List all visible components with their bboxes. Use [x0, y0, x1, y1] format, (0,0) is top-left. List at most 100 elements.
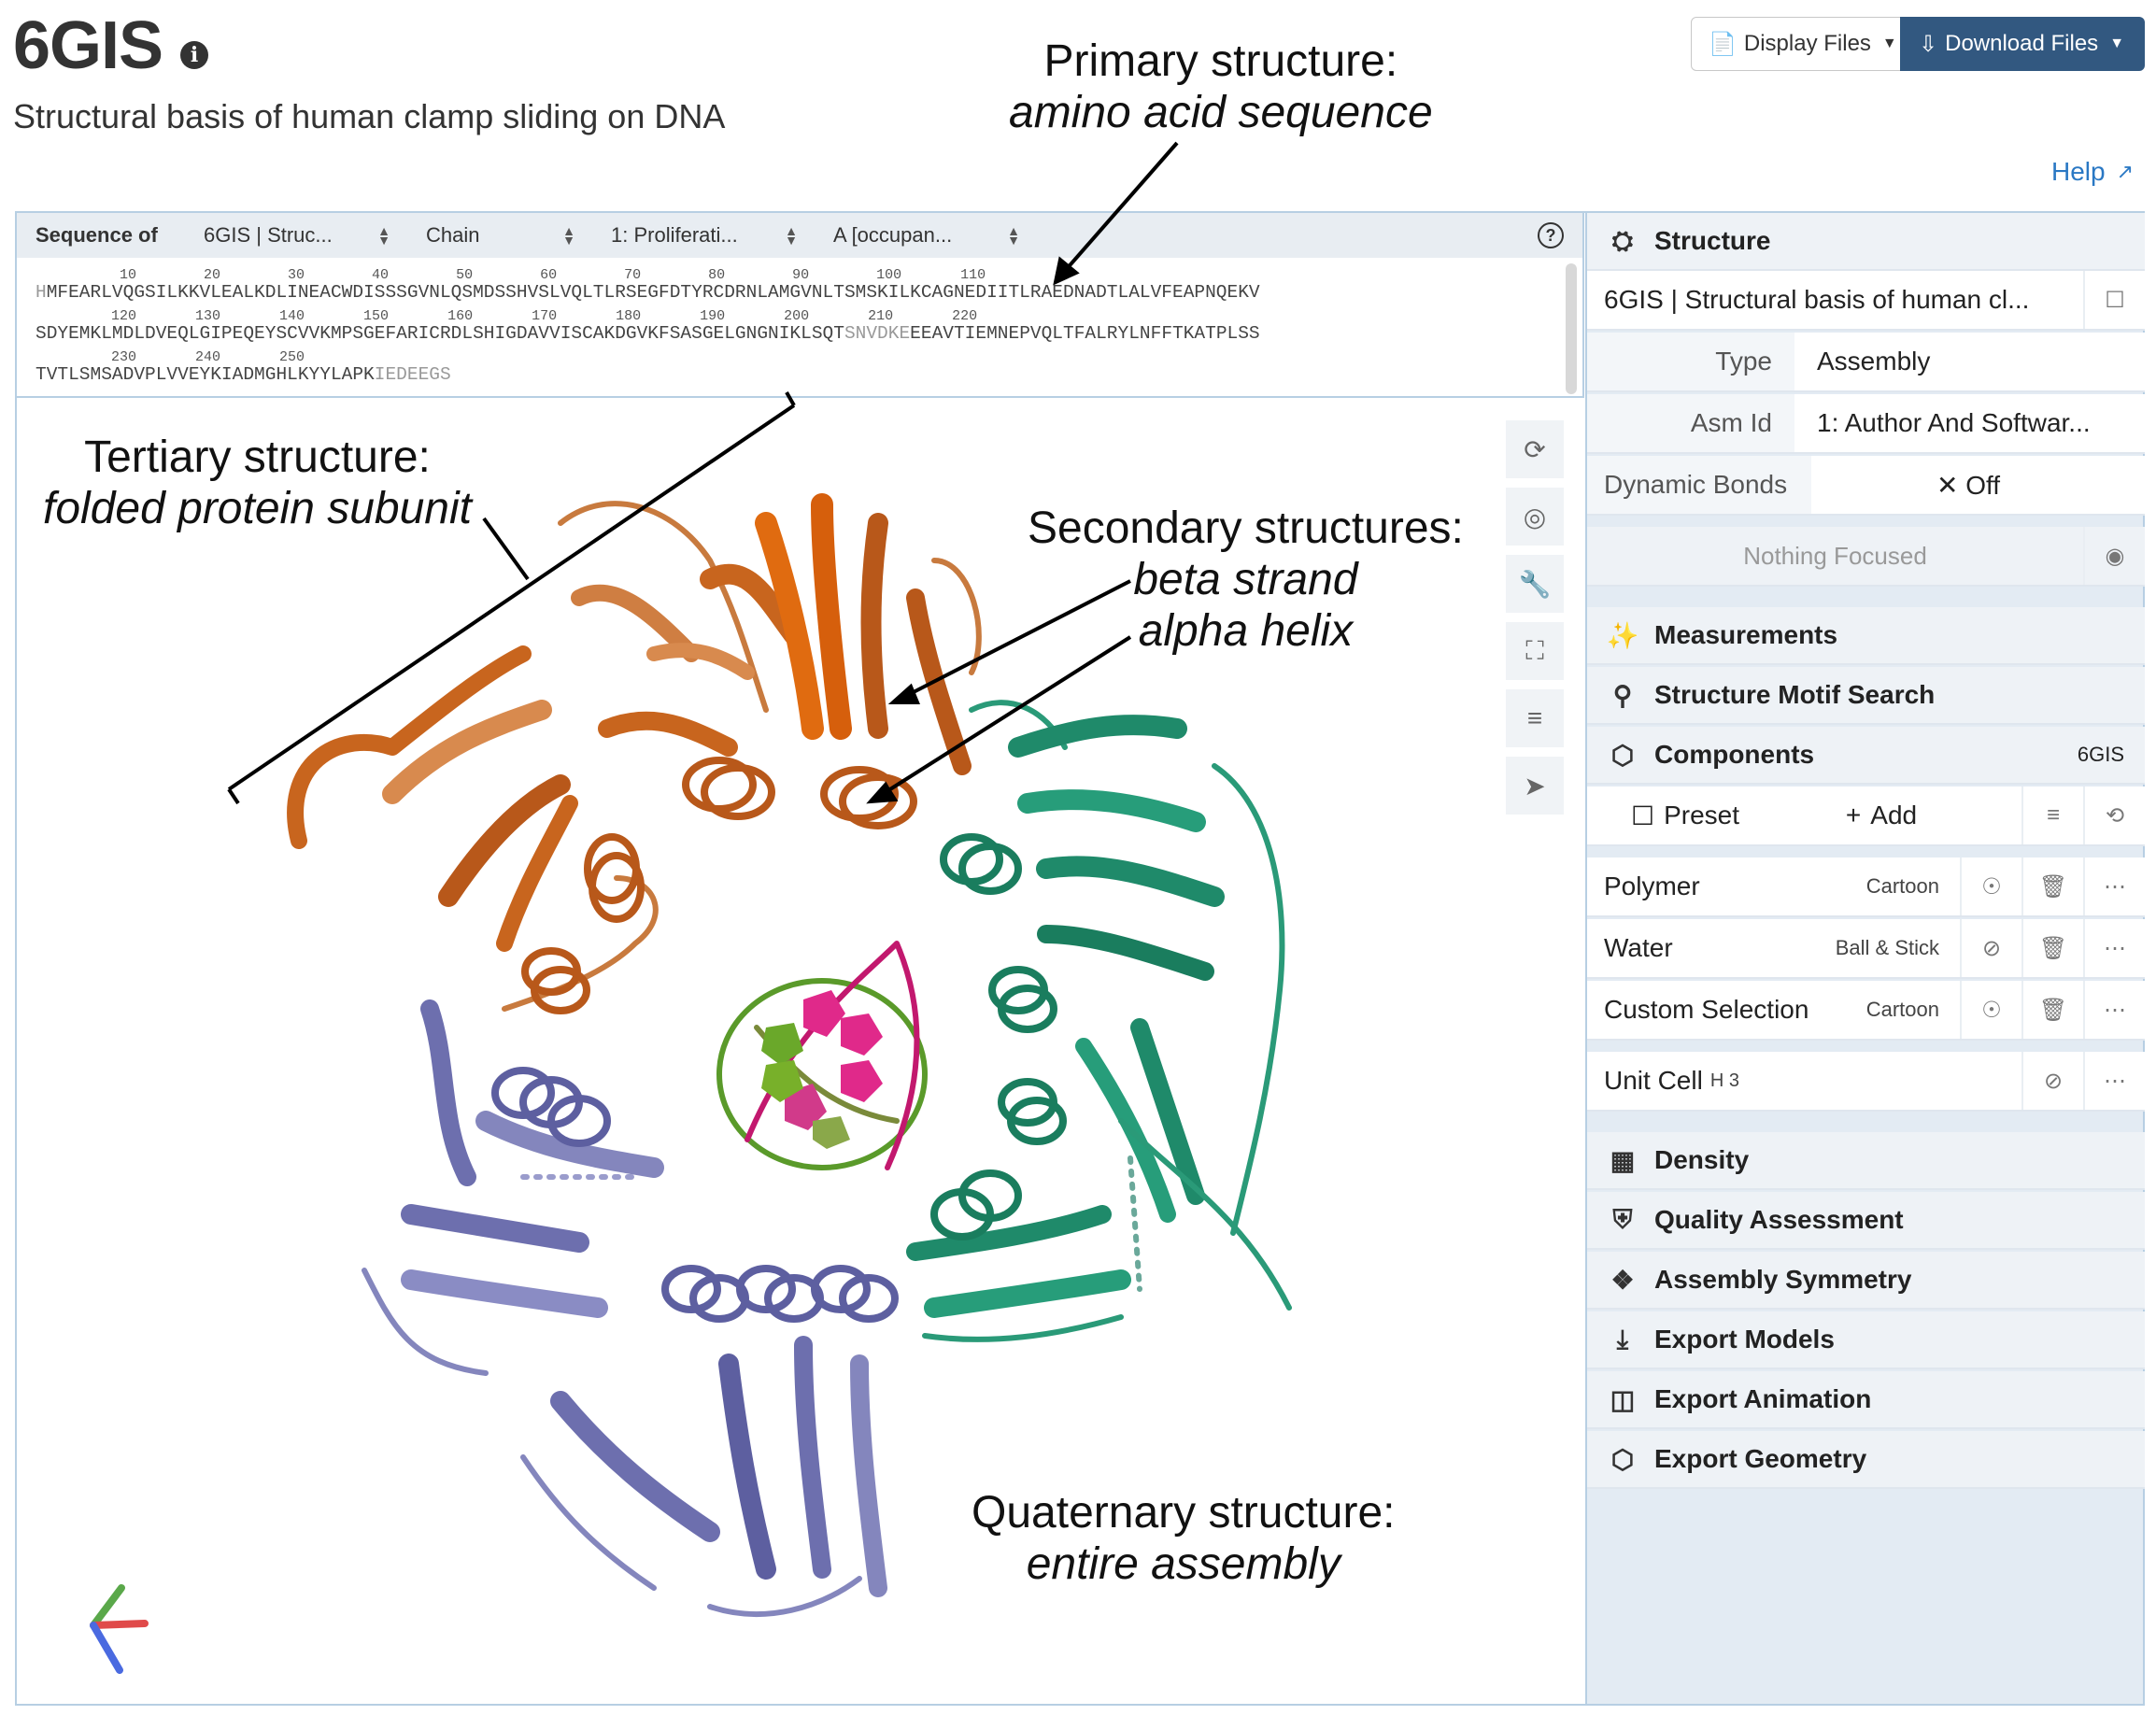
options-sliders-icon[interactable]: ≡ — [2021, 787, 2083, 844]
green-helices — [930, 833, 1067, 1240]
dna-bases — [761, 990, 883, 1149]
section-components[interactable]: ⬡ Components 6GIS — [1587, 727, 2145, 785]
entity-select[interactable]: 1: Proliferati... ▲▼ — [611, 223, 798, 248]
close-icon: ✕ — [1936, 470, 1959, 500]
component-representation[interactable]: Cartoon — [1865, 874, 1939, 898]
download-files-button[interactable]: ⇩ Download Files ▼ — [1900, 17, 2145, 71]
bookmark-icon: ☐ — [1630, 801, 1655, 830]
operator-select[interactable]: A [occupan... ▲▼ — [833, 223, 1020, 248]
more-icon[interactable]: ⋯ — [2083, 1052, 2145, 1110]
section-label: Export Models — [1654, 1325, 1835, 1354]
eye-icon[interactable]: ☉ — [1960, 858, 2021, 915]
purple-helices — [491, 1067, 899, 1323]
component-representation[interactable]: Cartoon — [1865, 998, 1939, 1021]
section-quality-assessment[interactable]: ⛨ Quality Assessment — [1587, 1192, 2145, 1250]
control-panel: ⛭ Structure 6GIS | Structural basis of h… — [1585, 213, 2145, 1704]
entity-select-value: 1: Proliferati... — [611, 223, 738, 247]
screenshot-icon[interactable]: ◎ — [1506, 488, 1564, 546]
reset-icon[interactable]: ⟳ — [1506, 420, 1564, 478]
help-label: Help — [2051, 157, 2106, 186]
info-icon[interactable]: i — [180, 41, 208, 69]
sequence-residues-dim: H — [35, 282, 47, 303]
section-density[interactable]: ▦ Density — [1587, 1132, 2145, 1190]
sequence-numbers: 230 240 250 — [35, 349, 305, 365]
molecule-icon: ⛭ — [1611, 225, 1634, 255]
more-icon[interactable]: ⋯ — [2083, 981, 2145, 1039]
type-value[interactable]: Assembly — [1817, 347, 1931, 376]
trash-icon[interactable]: 🗑 — [2021, 858, 2083, 915]
caret-down-icon: ▼ — [2109, 35, 2125, 51]
external-link-icon: ↗ — [2116, 160, 2135, 183]
entry-title: Structural basis of human clamp sliding … — [13, 97, 726, 135]
more-icon[interactable]: ⋯ — [2083, 919, 2145, 977]
chain-select[interactable]: Chain ▲▼ — [426, 223, 575, 248]
section-label: Components — [1654, 740, 1815, 769]
dynamic-bonds-toggle[interactable]: ✕ Off — [1914, 470, 2000, 501]
search-icon: ⚲ — [1612, 680, 1633, 710]
sequence-text[interactable]: 10 20 30 40 50 60 70 80 90 100 110 HMFEA… — [35, 267, 1549, 390]
eye-icon[interactable]: ☉ — [1960, 981, 2021, 1039]
sequence-panel: Sequence of 6GIS | Struc... ▲▼ Chain ▲▼ … — [15, 211, 1584, 398]
eye-off-icon[interactable]: ⊘ — [1960, 919, 2021, 977]
display-files-label: Display Files — [1743, 31, 1871, 56]
type-row[interactable]: Type Assembly — [1587, 333, 2145, 392]
film-icon: ◫ — [1610, 1384, 1636, 1414]
sort-arrows-icon: ▲▼ — [562, 223, 575, 248]
components-id: 6GIS — [2077, 743, 2124, 766]
entry-id: 6GIS — [13, 8, 163, 83]
preset-label: Preset — [1664, 801, 1740, 829]
sort-arrows-icon: ▲▼ — [785, 223, 798, 248]
sequence-line: HMFEARLVQGSILKKVLEALKDLINEACWDISSSGVNLQS… — [35, 282, 1549, 308]
asm-id-row[interactable]: Asm Id 1: Author And Softwar... — [1587, 394, 2145, 454]
question-circle-icon[interactable]: ? — [1538, 222, 1564, 248]
add-button[interactable]: + Add — [1783, 801, 1979, 830]
dynamic-bonds-label: Dynamic Bonds — [1587, 456, 1811, 514]
download-files-label: Download Files — [1945, 31, 2099, 56]
viewer-toolbar: ⟳ ◎ 🔧 ⛶ ≡ ➤ — [1506, 420, 1564, 824]
dynamic-bonds-value: Off — [1965, 470, 2001, 500]
trash-icon[interactable]: 🗑 — [2021, 919, 2083, 977]
expand-icon[interactable]: ⛶ — [1506, 622, 1564, 680]
component-name: Water — [1604, 933, 1673, 962]
unit-cell-row[interactable]: Unit Cell H 3 ⊘ ⋯ — [1587, 1052, 2145, 1112]
focus-target-icon[interactable]: ◉ — [2083, 527, 2145, 585]
component-water[interactable]: Water Ball & Stick ⊘ 🗑 ⋯ — [1587, 919, 2145, 979]
select-cursor-icon[interactable]: ➤ — [1506, 757, 1564, 815]
display-files-button[interactable]: 📄 Display Files ▼ — [1691, 17, 1901, 71]
eye-off-icon[interactable]: ⊘ — [2021, 1052, 2083, 1110]
section-motif-search[interactable]: ⚲ Structure Motif Search — [1587, 667, 2145, 725]
section-export-animation[interactable]: ◫ Export Animation — [1587, 1371, 2145, 1429]
component-polymer[interactable]: Polymer Cartoon ☉ 🗑 ⋯ — [1587, 858, 2145, 917]
structure-name-row[interactable]: 6GIS | Structural basis of human cl... ☐ — [1587, 271, 2145, 331]
preset-button[interactable]: ☐ Preset — [1587, 801, 1783, 831]
section-label: Structure Motif Search — [1654, 680, 1936, 709]
plus-icon: + — [1845, 801, 1862, 829]
section-label: Structure — [1654, 226, 1771, 255]
sequence-residues: MFEARLVQGSILKKVLEALKDLINEACWDISSSGVNLQSM… — [46, 282, 1260, 303]
dynamic-bonds-row[interactable]: Dynamic Bonds ✕ Off — [1587, 456, 2145, 516]
settings-wrench-icon[interactable]: 🔧 — [1506, 555, 1564, 613]
trash-icon[interactable]: 🗑 — [2021, 981, 2083, 1039]
bookmark-icon[interactable]: ☐ — [2083, 271, 2145, 329]
section-measurements[interactable]: ✨ Measurements — [1587, 607, 2145, 665]
file-icon: 📄 — [1709, 31, 1737, 57]
orange-helices — [521, 757, 917, 1014]
section-export-geometry[interactable]: ⬡ Export Geometry — [1587, 1431, 2145, 1489]
component-custom-selection[interactable]: Custom Selection Cartoon ☉ 🗑 ⋯ — [1587, 981, 2145, 1041]
operator-select-value: A [occupan... — [833, 223, 953, 247]
help-link[interactable]: Help ↗ — [2051, 157, 2134, 187]
shield-check-icon: ⛨ — [1612, 1204, 1633, 1234]
controls-sliders-icon[interactable]: ≡ — [1506, 689, 1564, 747]
sequence-scrollbar[interactable] — [1566, 263, 1577, 394]
section-structure[interactable]: ⛭ Structure — [1587, 213, 2145, 271]
section-export-models[interactable]: ⤓ Export Models — [1587, 1311, 2145, 1369]
caret-down-icon: ▼ — [1881, 35, 1897, 51]
section-assembly-symmetry[interactable]: ❖ Assembly Symmetry — [1587, 1252, 2145, 1310]
more-icon[interactable]: ⋯ — [2083, 858, 2145, 915]
asm-id-value[interactable]: 1: Author And Softwar... — [1817, 408, 2091, 437]
history-icon[interactable]: ⟲ — [2083, 787, 2145, 844]
component-representation[interactable]: Ball & Stick — [1835, 936, 1939, 959]
structure-select[interactable]: 6GIS | Struc... ▲▼ — [204, 223, 390, 248]
structure-select-value: 6GIS | Struc... — [204, 223, 333, 247]
